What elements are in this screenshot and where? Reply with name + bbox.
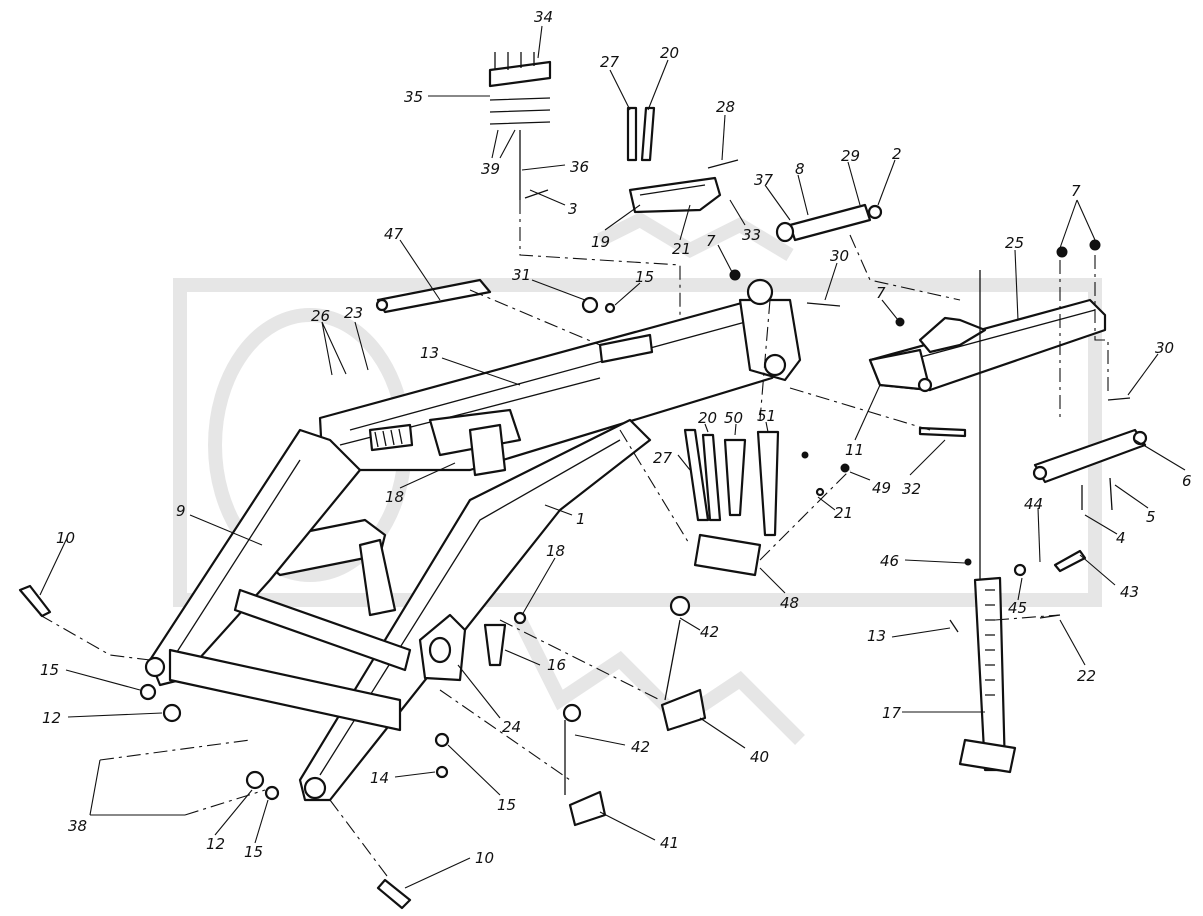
callout-38: 38 [68, 817, 87, 835]
callout-16: 16 [547, 656, 566, 674]
callout-42-lower: 42 [631, 738, 650, 756]
callout-22: 22 [1077, 667, 1096, 685]
callout-46: 46 [880, 552, 899, 570]
callout-23: 23 [344, 304, 363, 322]
callout-25: 25 [1005, 234, 1024, 252]
callout-13-frame: 13 [420, 344, 439, 362]
callout-15-left: 15 [40, 661, 59, 679]
callout-11: 11 [845, 441, 864, 459]
tool-rack [488, 52, 681, 320]
callout-12-lower: 12 [206, 835, 225, 853]
callout-39: 39 [481, 160, 500, 178]
callout-24: 24 [502, 718, 521, 736]
callout-28: 28 [716, 98, 735, 116]
callout-29: 29 [841, 147, 860, 165]
callout-6: 6 [1182, 472, 1192, 490]
mount-bracket [418, 613, 467, 682]
right-arm [868, 298, 1107, 393]
main-frame [144, 278, 802, 802]
callout-15-mid: 15 [497, 796, 516, 814]
callout-17: 17 [882, 704, 902, 722]
callout-13-stand: 13 [867, 627, 886, 645]
pedal-40 [660, 619, 707, 732]
callout-19: 19 [591, 233, 610, 251]
callout-15-top: 15 [635, 268, 654, 286]
callout-45: 45 [1008, 599, 1027, 617]
callout-43: 43 [1120, 583, 1139, 601]
callout-50: 50 [724, 409, 743, 427]
callout-20: 20 [660, 44, 679, 62]
callout-18-frame: 18 [385, 488, 404, 506]
callout-41: 41 [660, 834, 679, 852]
callout-4: 4 [1116, 529, 1126, 547]
callout-10-lower: 10 [475, 849, 494, 867]
callout-9: 9 [176, 502, 186, 520]
callout-7-arm: 7 [876, 284, 886, 302]
callout-30-top: 30 [830, 247, 849, 265]
watermark-logo [173, 212, 1102, 745]
callout-18-lower: 18 [546, 542, 565, 560]
callout-42-top: 42 [700, 623, 719, 641]
callout-36: 36 [570, 158, 589, 176]
callout-49: 49 [872, 479, 891, 497]
callout-51: 51 [757, 407, 776, 425]
callout-44: 44 [1024, 495, 1043, 513]
callout-20-mid: 20 [698, 409, 717, 427]
link-plate [1032, 428, 1148, 484]
callout-10-top: 10 [56, 529, 75, 547]
link-plate-47 [375, 278, 492, 314]
callout-33: 33 [742, 226, 761, 244]
callout-34: 34 [534, 8, 553, 26]
callout-21: 21 [672, 240, 691, 258]
leader-lines [39, 25, 1186, 889]
callout-7-cyl: 7 [706, 232, 716, 250]
callout-48: 48 [780, 594, 799, 612]
callout-32: 32 [902, 480, 921, 498]
callout-27-mid: 27 [653, 449, 673, 467]
wrench-pair-top [626, 106, 656, 162]
callout-8: 8 [795, 160, 805, 178]
callout-12-left: 12 [42, 709, 61, 727]
bracket-19 [628, 176, 722, 214]
pedal-41 [564, 720, 607, 827]
callout-5: 5 [1146, 508, 1156, 526]
callout-7-nuts: 7 [1071, 182, 1081, 200]
assembly-lines [39, 234, 1109, 881]
callout-30-right: 30 [1155, 339, 1174, 357]
callout-40: 40 [750, 748, 769, 766]
hardware [18, 159, 1131, 910]
callout-labels: 34 35 39 36 3 27 20 28 19 21 33 37 8 29 … [40, 8, 1192, 867]
callout-1: 1 [576, 510, 586, 528]
callout-21-mid: 21 [834, 504, 853, 522]
callout-47: 47 [384, 225, 404, 243]
callout-31: 31 [512, 266, 531, 284]
hydraulic-cylinder [775, 203, 883, 243]
callout-14: 14 [370, 769, 389, 787]
wrench-set-middle [683, 428, 780, 577]
parking-stand [958, 270, 1017, 774]
callout-37: 37 [754, 171, 774, 189]
callout-26: 26 [311, 307, 330, 325]
callout-27: 27 [600, 53, 620, 71]
callout-3: 3 [568, 200, 578, 218]
callout-15-lower: 15 [244, 843, 263, 861]
callout-35: 35 [404, 88, 423, 106]
callout-2: 2 [892, 145, 902, 163]
